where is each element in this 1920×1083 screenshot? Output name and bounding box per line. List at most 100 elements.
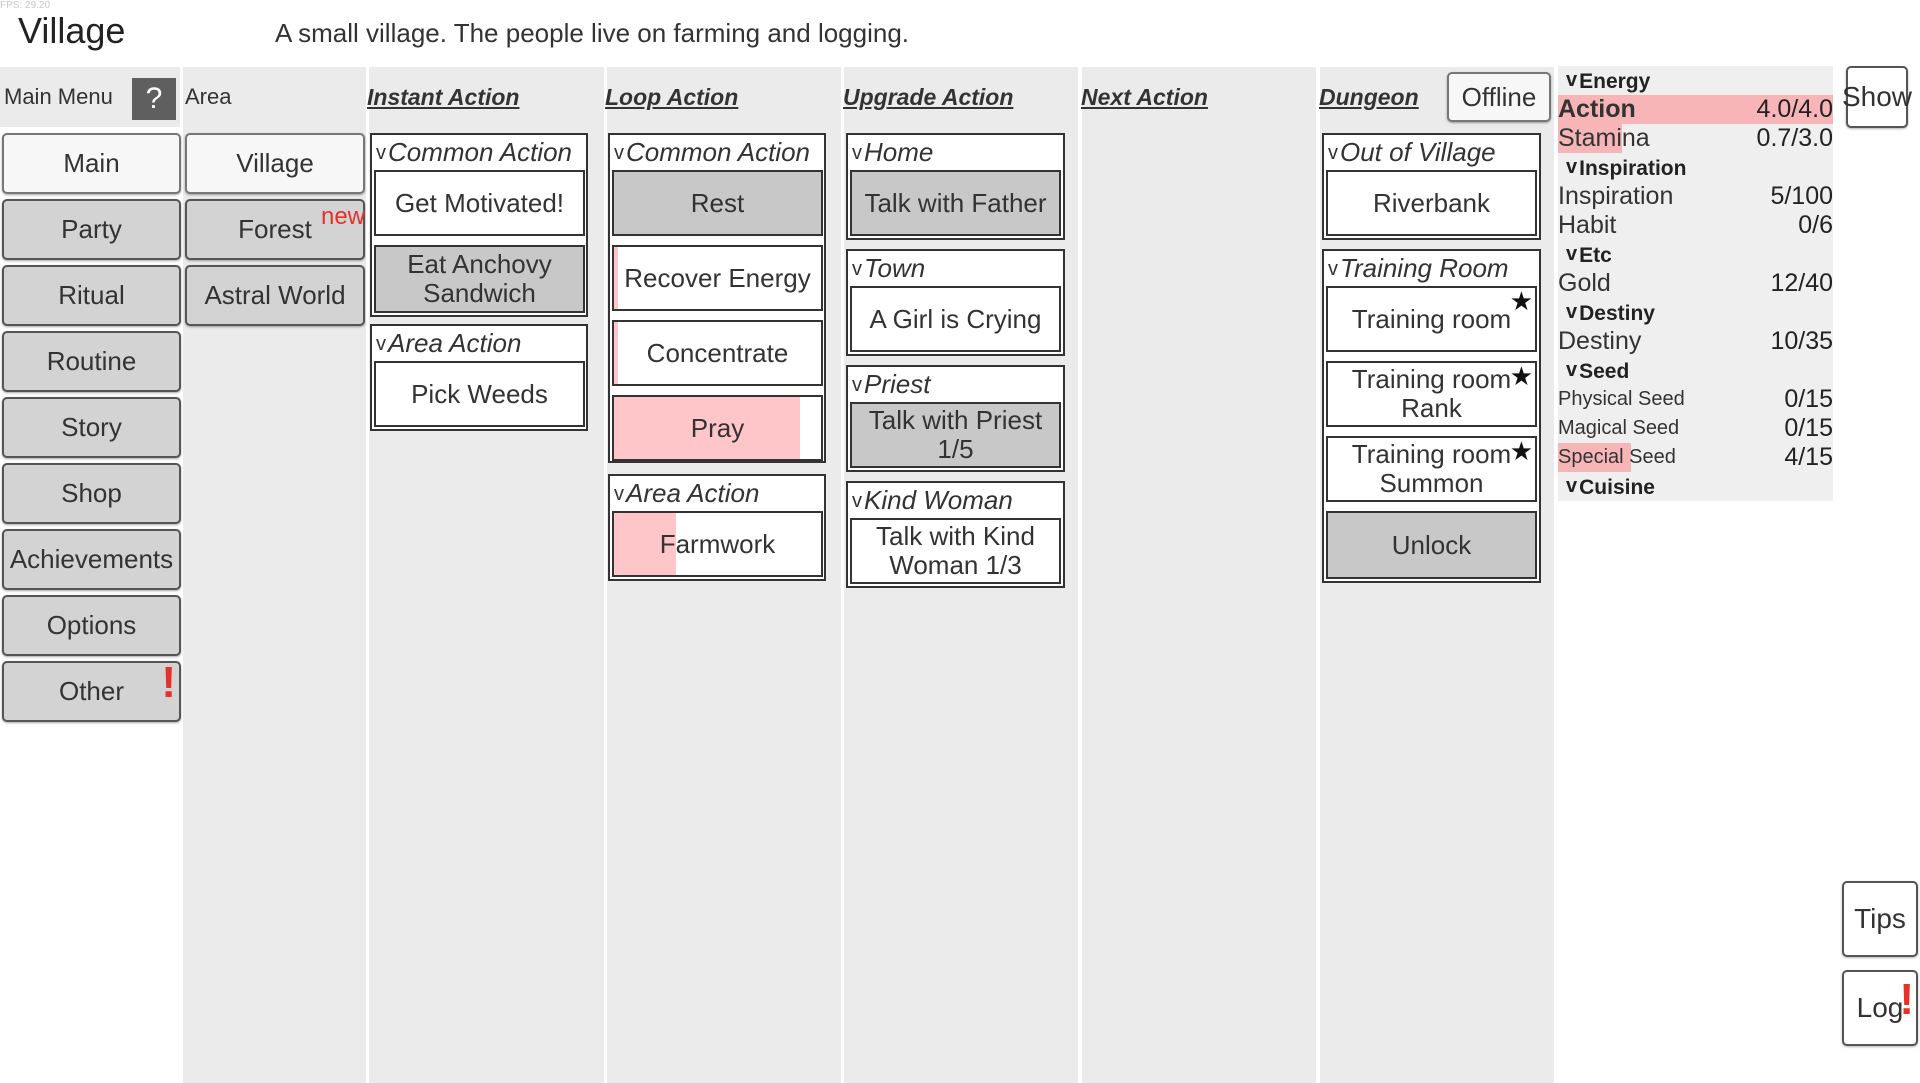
action-label: Riverbank xyxy=(1372,187,1491,218)
group-title: Kind Woman xyxy=(864,485,1013,515)
action-talk-with-priest[interactable]: Talk with Priest 1/5 xyxy=(850,402,1061,468)
fps-counter: FPS: 29.20 xyxy=(0,0,51,11)
menu-story-button[interactable]: Story xyxy=(2,397,181,458)
chevron-down-icon: v xyxy=(1566,243,1578,265)
chevron-down-icon[interactable]: v xyxy=(1328,258,1338,280)
menu-achievements-button[interactable]: Achievements xyxy=(2,529,181,590)
chevron-down-icon[interactable]: v xyxy=(852,258,862,280)
resource-name: Stamina xyxy=(1558,124,1650,152)
chevron-down-icon[interactable]: v xyxy=(852,142,862,164)
section-title: Energy xyxy=(1579,70,1651,93)
action-talk-with-kind-woman[interactable]: Talk with Kind Woman 1/3 xyxy=(850,518,1061,584)
dungeon-training-room[interactable]: Training room★ xyxy=(1326,286,1537,352)
tips-button[interactable]: Tips xyxy=(1842,881,1918,957)
chevron-down-icon: v xyxy=(1566,156,1578,178)
resource-value: 12/40 xyxy=(1770,269,1833,297)
dungeon-unlock-button[interactable]: Unlock xyxy=(1326,511,1537,579)
group-title: Town xyxy=(864,253,926,283)
log-button[interactable]: Log ! xyxy=(1842,970,1918,1046)
offline-button[interactable]: Offline xyxy=(1447,72,1551,122)
show-button[interactable]: Show xyxy=(1842,66,1912,128)
action-label: Pray xyxy=(690,412,745,443)
area-village-label: Village xyxy=(236,148,314,178)
action-concentrate[interactable]: Concentrate xyxy=(612,320,823,386)
action-label: Farmwork xyxy=(659,528,776,559)
action-label: Concentrate xyxy=(646,337,789,368)
group-title: Priest xyxy=(864,369,931,399)
show-label: Show xyxy=(1841,81,1913,112)
menu-other-label: Other xyxy=(58,676,125,706)
resource-destiny: Destiny 10/35 xyxy=(1558,327,1833,356)
resource-value: 0/15 xyxy=(1784,414,1833,442)
menu-shop-button[interactable]: Shop xyxy=(2,463,181,524)
chevron-down-icon[interactable]: v xyxy=(376,142,386,164)
chevron-down-icon: v xyxy=(1566,301,1578,323)
menu-options-button[interactable]: Options xyxy=(2,595,181,656)
dungeon-training-room-summon[interactable]: Training room Summon★ xyxy=(1326,436,1537,502)
resource-fill-bar xyxy=(1558,95,1833,124)
resource-magical-seed: Magical Seed 0/15 xyxy=(1558,414,1833,443)
menu-party-button[interactable]: Party xyxy=(2,199,181,260)
menu-other-button[interactable]: Other ! xyxy=(2,661,181,722)
star-icon: ★ xyxy=(1509,436,1533,466)
main-menu-label: Main Menu xyxy=(4,84,113,109)
area-forest-button[interactable]: Forest new xyxy=(185,199,365,260)
chevron-down-icon[interactable]: v xyxy=(852,374,862,396)
resource-value: 4.0/4.0 xyxy=(1756,95,1833,123)
action-label: Training room xyxy=(1351,303,1512,334)
area-astral-world-button[interactable]: Astral World xyxy=(185,265,365,326)
chevron-down-icon: v xyxy=(1566,359,1578,381)
action-a-girl-is-crying[interactable]: A Girl is Crying xyxy=(850,286,1061,352)
dungeon-riverbank[interactable]: Riverbank xyxy=(1326,170,1537,236)
resource-value: 4/15 xyxy=(1784,443,1833,471)
etc-section-header[interactable]: vEtc xyxy=(1558,240,1833,269)
menu-routine-button[interactable]: Routine xyxy=(2,331,181,392)
group-title: Area Action xyxy=(388,328,522,358)
menu-achievements-label: Achievements xyxy=(9,544,174,574)
action-farmwork[interactable]: Farmwork xyxy=(612,511,823,577)
inspiration-section-header[interactable]: vInspiration xyxy=(1558,153,1833,182)
area-description: A small village. The people live on farm… xyxy=(275,18,910,48)
seed-section-header[interactable]: vSeed xyxy=(1558,356,1833,385)
action-label: Training room Summon xyxy=(1351,439,1512,498)
action-eat-anchovy-sandwich[interactable]: Eat Anchovy Sandwich xyxy=(374,245,585,313)
resource-fill-bar xyxy=(1558,443,1632,472)
group-title: Area Action xyxy=(626,478,760,508)
group-title: Out of Village xyxy=(1340,137,1496,167)
help-button[interactable]: ? xyxy=(132,78,176,120)
menu-main-button[interactable]: Main xyxy=(2,133,181,194)
resource-inspiration: Inspiration 5/100 xyxy=(1558,182,1833,211)
resource-gold: Gold 12/40 xyxy=(1558,269,1833,298)
menu-ritual-button[interactable]: Ritual xyxy=(2,265,181,326)
action-pray[interactable]: Pray xyxy=(612,395,823,461)
loop-action-header: Loop Action xyxy=(605,84,739,110)
action-get-motivated[interactable]: Get Motivated! xyxy=(374,170,585,236)
group-title: Home xyxy=(864,137,934,167)
group-title: Common Action xyxy=(388,137,572,167)
action-label: Rest xyxy=(690,187,745,218)
action-rest[interactable]: Rest xyxy=(612,170,823,236)
destiny-section-header[interactable]: vDestiny xyxy=(1558,298,1833,327)
energy-section-header[interactable]: vEnergy xyxy=(1558,66,1833,95)
menu-ritual-label: Ritual xyxy=(58,280,125,310)
chevron-down-icon[interactable]: v xyxy=(614,483,624,505)
log-label: Log xyxy=(1856,992,1904,1023)
cuisine-section-header[interactable]: vCuisine xyxy=(1558,472,1833,501)
resource-panel: vEnergy Action 4.0/4.0 Stamina 0.7/3.0 v… xyxy=(1558,66,1833,501)
chevron-down-icon[interactable]: v xyxy=(376,333,386,355)
resource-name: Physical Seed xyxy=(1558,388,1685,410)
action-recover-energy[interactable]: Recover Energy xyxy=(612,245,823,311)
chevron-down-icon[interactable]: v xyxy=(1328,142,1338,164)
log-alert-icon: ! xyxy=(1899,975,1914,1024)
menu-party-label: Party xyxy=(61,214,122,244)
page-title: Village xyxy=(18,10,126,51)
area-village-button[interactable]: Village xyxy=(185,133,365,194)
action-talk-with-father[interactable]: Talk with Father xyxy=(850,170,1061,236)
dungeon-training-room-rank[interactable]: Training room Rank★ xyxy=(1326,361,1537,427)
chevron-down-icon[interactable]: v xyxy=(614,142,624,164)
next-action-header: Next Action xyxy=(1081,84,1208,110)
star-icon: ★ xyxy=(1509,361,1533,391)
chevron-down-icon[interactable]: v xyxy=(852,490,862,512)
menu-options-label: Options xyxy=(46,610,137,640)
action-pick-weeds[interactable]: Pick Weeds xyxy=(374,361,585,427)
